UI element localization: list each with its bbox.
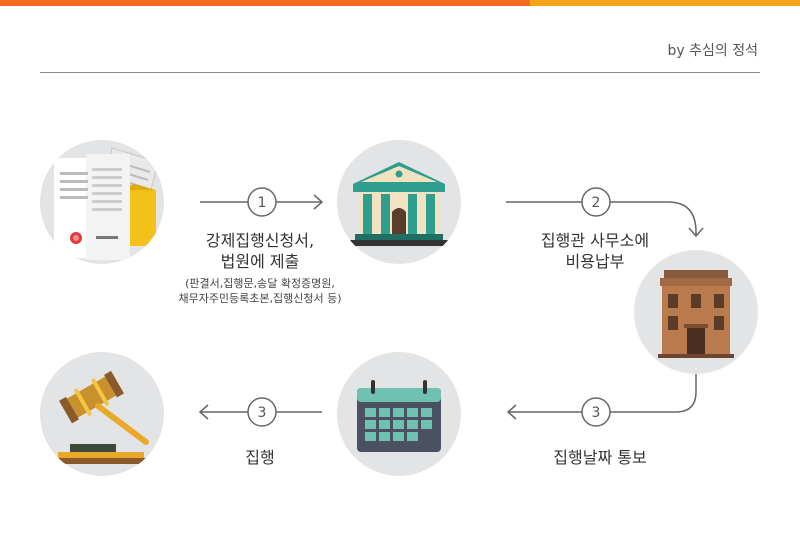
connector-2-arrowhead <box>688 227 704 238</box>
court-circle <box>337 140 461 264</box>
court-building-icon <box>349 162 449 246</box>
gavel-icon <box>56 370 149 464</box>
office-circle <box>634 250 758 374</box>
step-2-label: 집행관 사무소에 비용납부 <box>510 230 680 272</box>
step-2-label-line2: 비용납부 <box>565 252 625 271</box>
step-3b-badge <box>247 397 277 427</box>
connector-1-arrowhead <box>313 194 324 210</box>
step-2-number: 2 <box>592 195 601 211</box>
connector-3a-arrowhead <box>506 404 517 420</box>
step-1-label: 강제집행신청서, 법원에 제출 <box>170 230 350 272</box>
gavel-circle <box>40 352 164 476</box>
step-1-sublabel-line1: (판결서,집행문,송달 확정증명원, <box>185 277 335 290</box>
step-2-badge <box>581 187 611 217</box>
step-1-label-line1: 강제집행신청서, <box>205 231 315 250</box>
connector-3a-line <box>508 374 697 413</box>
documents-circle <box>40 140 164 264</box>
header-divider <box>40 72 760 73</box>
documents-icon <box>54 147 159 260</box>
office-building-icon <box>658 270 734 358</box>
step-1-number: 1 <box>258 195 267 211</box>
step-3a-badge <box>581 397 611 427</box>
step-1-badge <box>247 187 277 217</box>
step-3b-number: 3 <box>258 405 267 421</box>
calendar-circle <box>337 352 461 476</box>
step-2-label-line1: 집행관 사무소에 <box>540 231 650 250</box>
step-3-execute-label: 집행 <box>245 448 275 467</box>
step-1-sublabel-line2: 채무자주민등록초본,집행신청서 등) <box>178 292 342 305</box>
top-accent-bar-orange <box>0 0 530 6</box>
connector-2-line <box>506 201 697 236</box>
step-3a-number: 3 <box>592 405 601 421</box>
step-3-notice-label: 집행날짜 통보 <box>553 448 647 467</box>
calendar-icon <box>357 380 441 452</box>
step-1-label-line2: 법원에 제출 <box>220 252 300 271</box>
step-1-sublabel: (판결서,집행문,송달 확정증명원, 채무자주민등록초본,집행신청서 등) <box>150 276 370 306</box>
byline: by 추심의 정석 <box>667 43 758 59</box>
top-accent-bar-yellow <box>530 0 800 6</box>
connector-3b-arrowhead <box>198 404 209 420</box>
